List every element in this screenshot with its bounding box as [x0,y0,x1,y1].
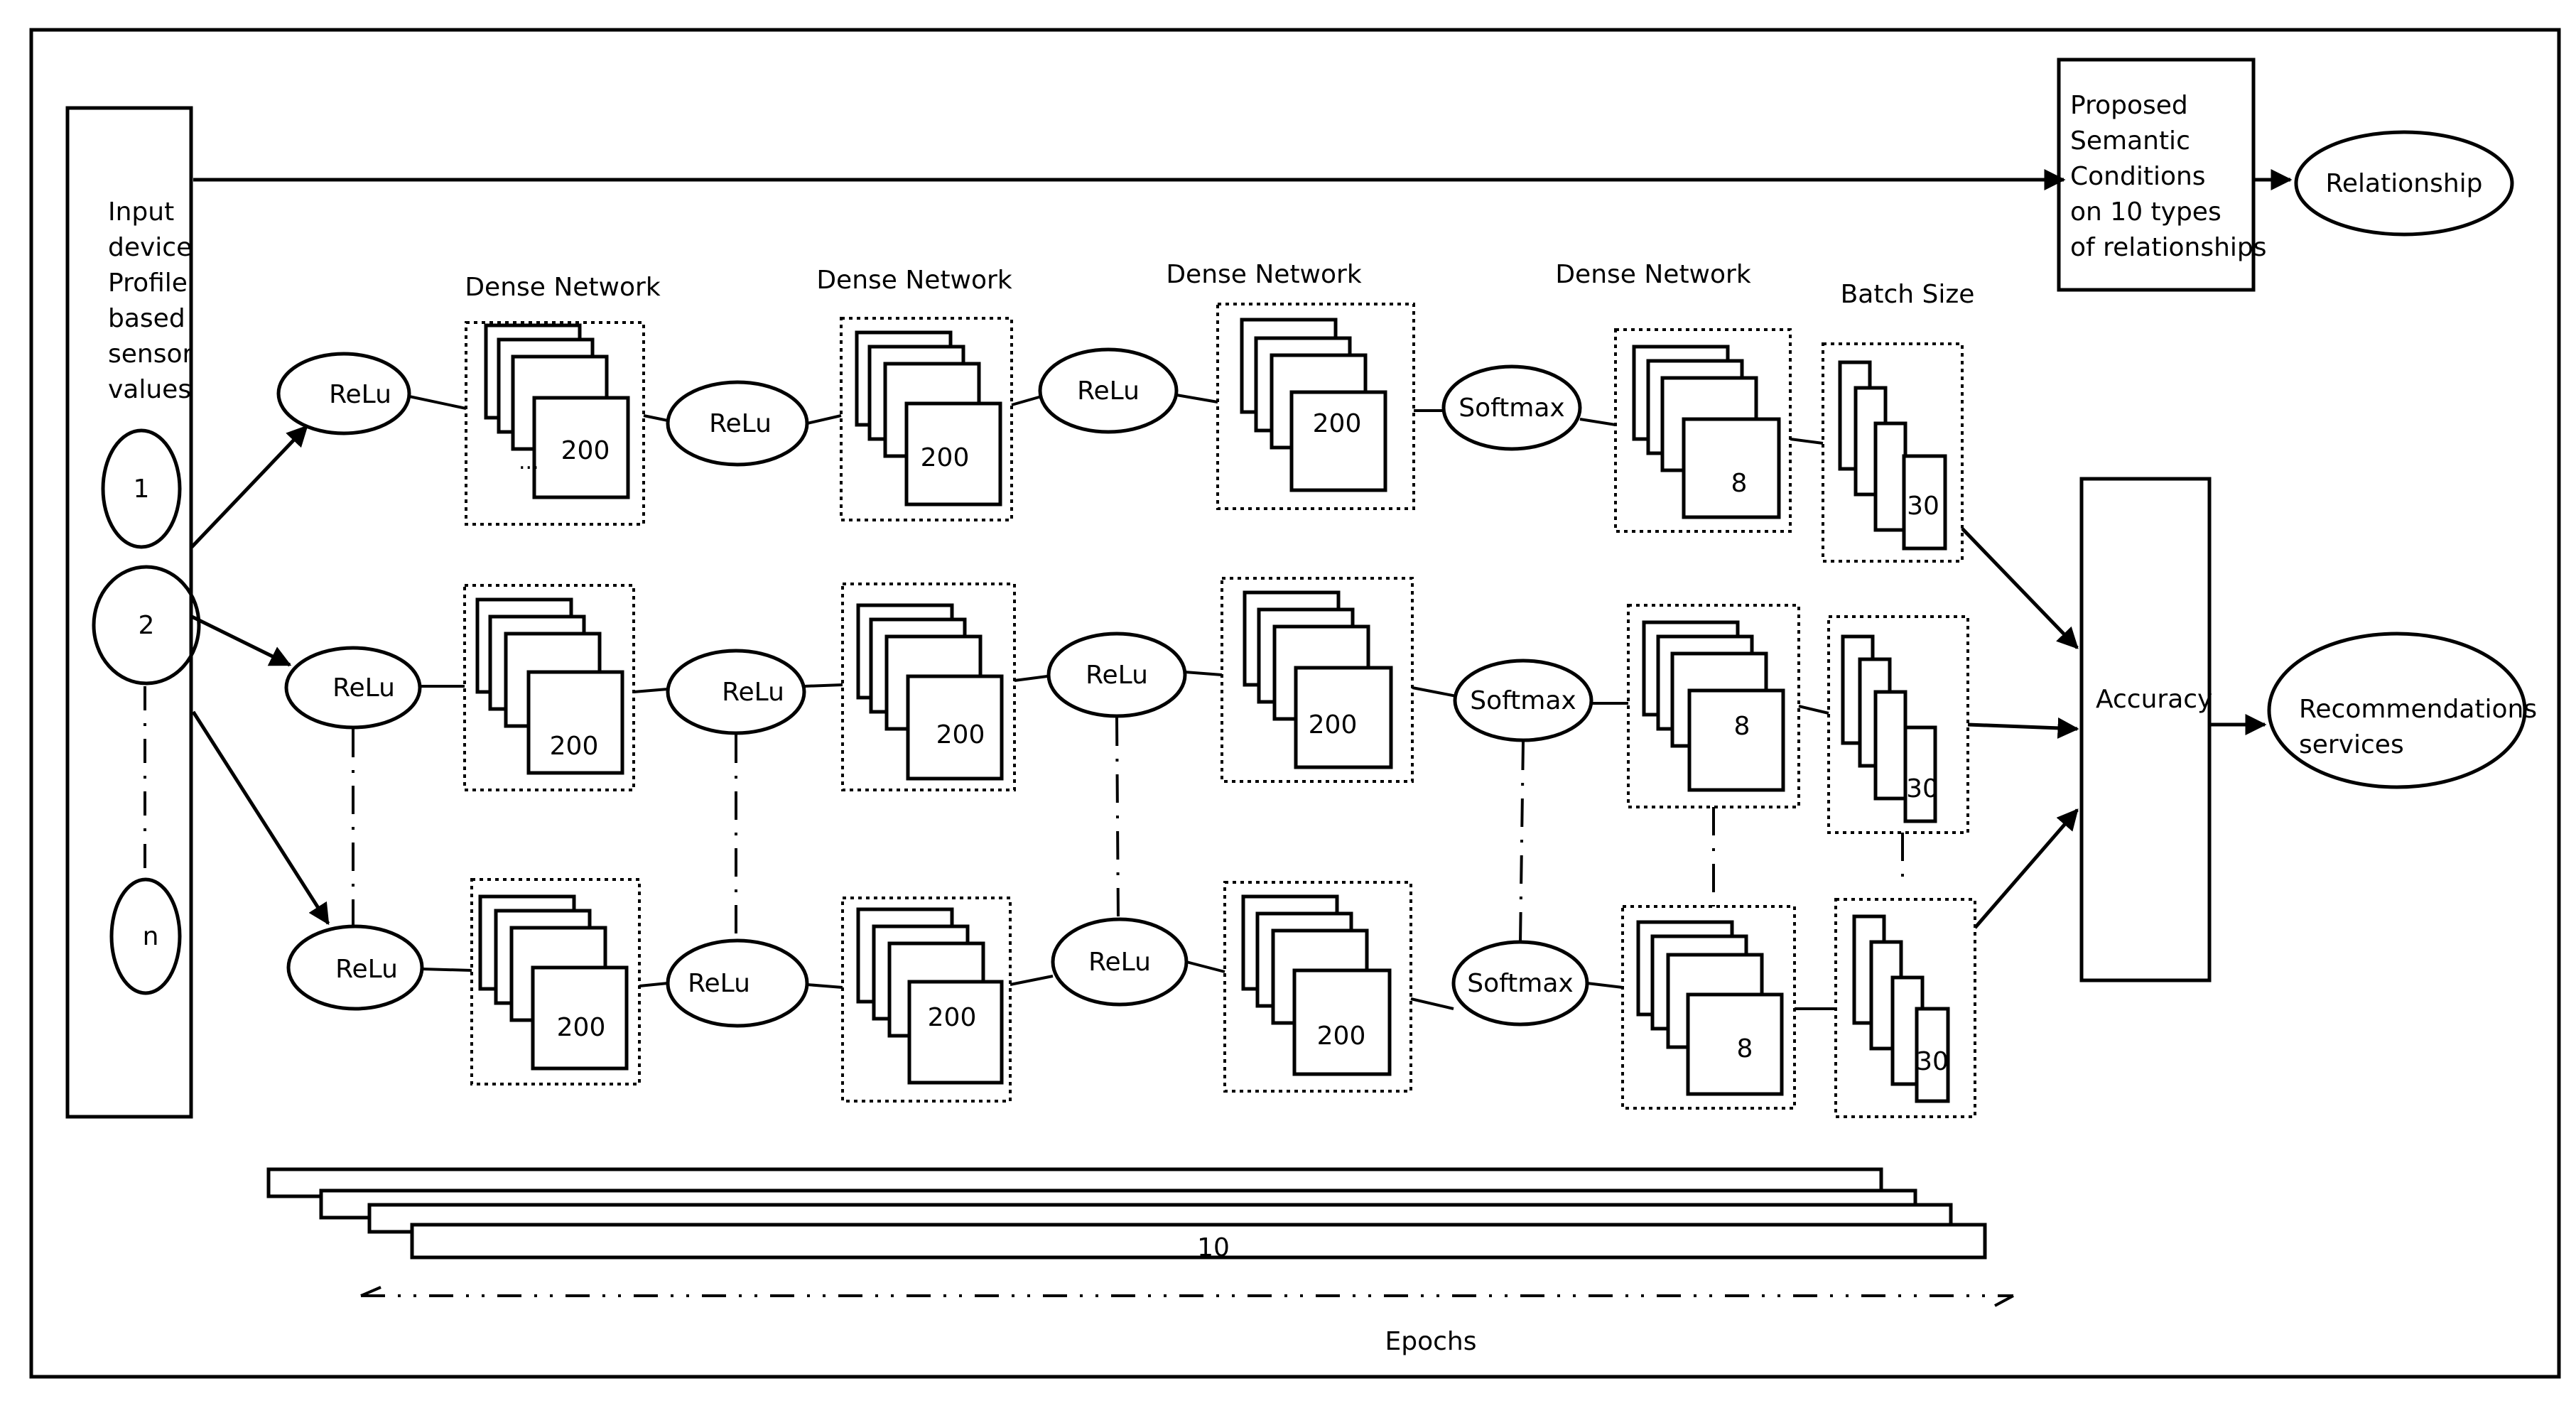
relu-label: ReLu [1077,377,1140,406]
relu-node [286,924,424,1011]
arrow-batch2-to-accuracy [1967,717,2079,739]
dense-network-header: Dense Network [465,273,660,302]
softmax-label: Softmax [1470,686,1576,715]
softmax-label: Softmax [1467,969,1573,998]
layer-size-label: 200 [557,1013,606,1042]
semantic-conditions-label: Proposed Semantic Conditions on 10 types… [2070,91,2267,262]
layer-size-label: 200 [928,1003,977,1032]
diagram-frame [29,28,2561,1379]
accuracy-label: Accuracy [2096,685,2212,714]
batch-stack: 30 [1827,615,1969,834]
input-label-line: values [108,375,191,404]
relu-node [1046,632,1187,718]
network-row-2: ReLu 200 ReLu 200 ReLu [284,577,1969,834]
dense-network-header: Dense Network [1166,260,1361,289]
semantic-conditions-box [2057,58,2256,292]
input-node-label: n [143,922,159,951]
batch-stack: 30 [1834,898,1976,1118]
epochs-span [360,1286,2014,1307]
epochs-label: Epochs [1385,1327,1477,1356]
stack-ellipsis: ... [519,450,539,475]
softmax-label: Softmax [1459,394,1564,423]
dense-layer-stack: 200 ... [465,321,645,526]
input-label-line: based [108,304,185,333]
input-label-line: Profile [108,269,188,298]
batch-size-header: Batch Size [1841,280,1975,309]
relu-label: ReLu [1086,661,1148,690]
epoch-bars: 10 [266,1167,1987,1262]
dense-layer-stack: 200 [1216,303,1415,510]
row-ellipsis-connectors [352,717,1904,943]
relu-node [276,352,411,435]
input-node-n: n [109,877,182,995]
input-node-2: 2 [92,565,201,686]
dense-layer-stack: 200 [1221,577,1414,783]
layer-size-label: 200 [550,732,599,761]
dense-layer-stack: 200 [840,317,1013,521]
batch-size-label: 30 [1907,492,1939,521]
accuracy-box [2079,477,2212,982]
input-node-1: 1 [101,428,182,549]
relu-label: ReLu [332,673,395,703]
batch-size-label: 30 [1916,1047,1949,1076]
relu-label: ReLu [709,409,772,438]
recommendations-services-node [2267,632,2527,789]
network-row-3: ReLu 200 ReLu 200 ReLu [286,878,1976,1118]
relu-label: ReLu [329,380,391,409]
dense-layer-stack: 200 [841,897,1012,1103]
input-label-line: device [108,233,192,262]
relu-label: ReLu [722,678,784,707]
input-node-label: 1 [134,475,150,504]
relu-label: ReLu [335,955,398,984]
layer-size-label: 200 [921,443,970,472]
arrow-batch3-to-accuracy [1974,808,2079,929]
arrow-input-to-row2 [190,614,292,667]
input-label-line: Input [108,197,174,227]
batch-stack: 30 [1822,342,1964,563]
layer-size-label: 8 [1737,1034,1753,1063]
layer-size-label: 200 [561,436,610,465]
epoch-count-label: 10 [1197,1233,1230,1262]
layer-size-label: 200 [1317,1022,1366,1051]
layer-size-label: 8 [1731,469,1748,498]
input-label-line: sensor [108,340,193,369]
relu-node [666,649,806,735]
softmax-node [1441,364,1582,451]
input-column [65,106,193,1119]
dense-layer-stack: 200 [841,583,1016,791]
batch-size-label: 30 [1906,774,1939,803]
arrow-input-to-row3 [191,710,330,926]
dense-layer-stack: 200 [1223,881,1412,1093]
input-node-label: 2 [139,611,155,640]
arrow-input-to-row1 [190,425,308,548]
dense-network-header: Dense Network [816,266,1012,295]
layer-size-label: 8 [1734,712,1750,741]
dense-layer-stack: 200 [463,584,635,791]
relu-node [1038,347,1179,434]
arrow-batch1-to-accuracy [1961,527,2079,649]
dense-network-header: Dense Network [1555,260,1750,289]
output-layer-stack: 8 [1627,604,1800,808]
relu-node [666,938,809,1028]
output-layer-stack: 8 [1614,328,1792,533]
output-layer-stack: 8 [1621,905,1796,1110]
relationship-node [2294,130,2514,237]
input-label: Input device Profile based sensor values [108,197,201,404]
layer-size-label: 200 [1309,710,1358,740]
layer-size-label: 200 [1313,409,1362,438]
relu-label: ReLu [688,969,750,998]
layer-size-label: 200 [936,720,985,749]
relu-label: ReLu [1088,948,1151,977]
relationship-label: Relationship [2326,169,2483,198]
softmax-node [1453,659,1593,742]
network-row-1: ReLu 200 ... ReLu 200 ReLu [276,303,1964,563]
epoch-bar [410,1223,1987,1260]
recommendations-label: Recommendations services [2299,695,2545,759]
dense-layer-stack: 200 [470,878,641,1085]
